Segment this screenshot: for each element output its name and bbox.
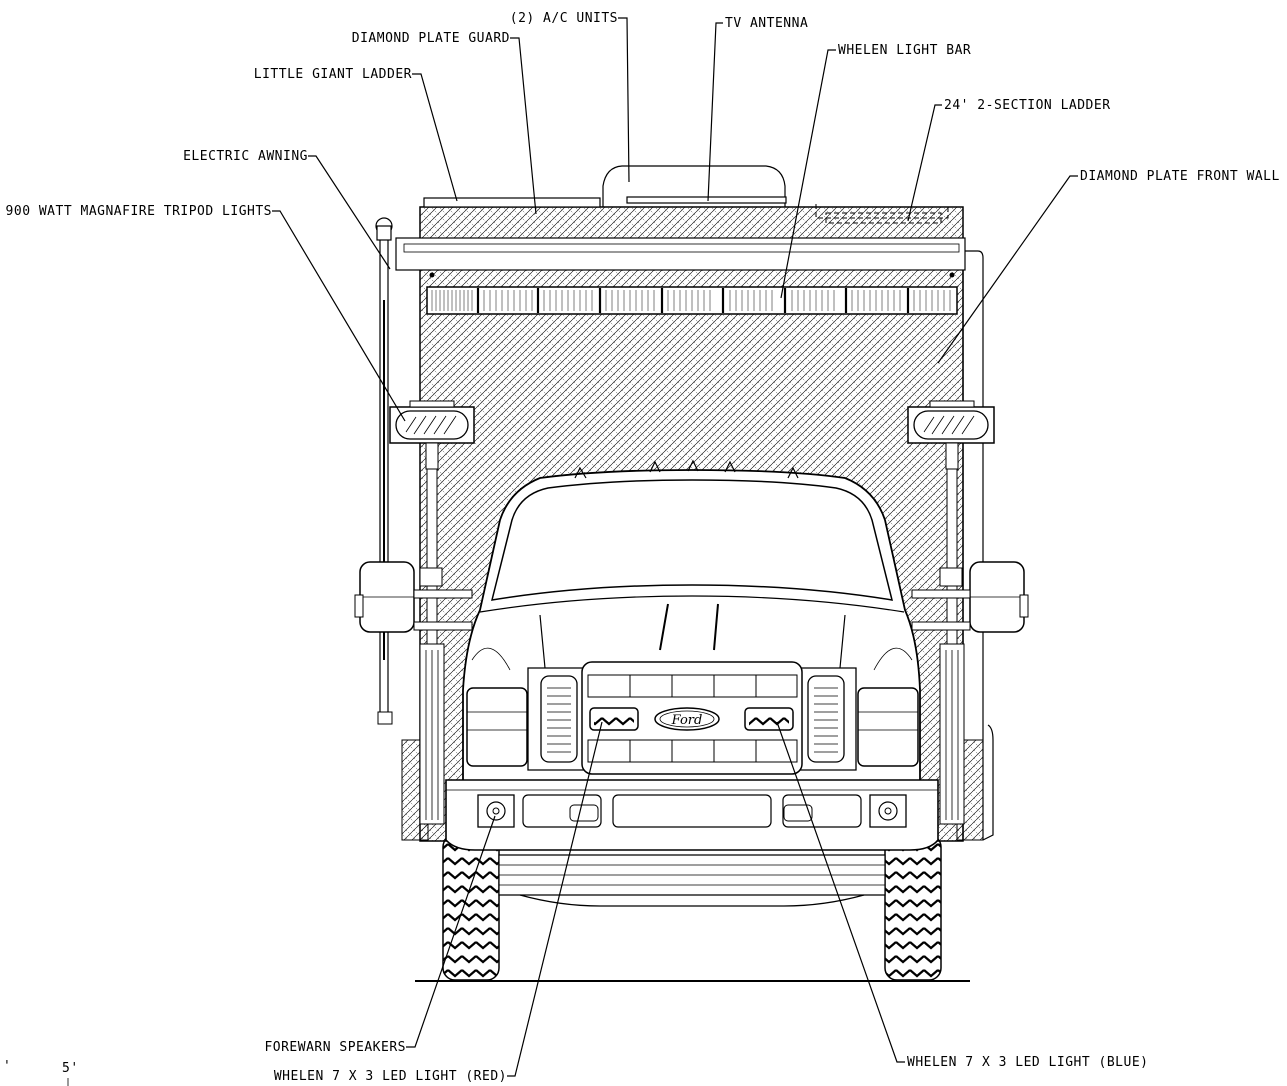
label-electric-awning: ELECTRIC AWNING [183, 149, 308, 164]
label-little-giant-ladder: LITTLE GIANT LADDER [254, 67, 412, 82]
label-ac-units: (2) A/C UNITS [510, 11, 618, 26]
label-whelen-light-bar: WHELEN LIGHT BAR [838, 43, 971, 58]
little-giant-ladder [423, 197, 601, 208]
label-led-blue: WHELEN 7 X 3 LED LIGHT (BLUE) [907, 1055, 1148, 1070]
tv-antenna [626, 196, 787, 204]
leader-lines [272, 17, 1078, 1077]
label-forewarn-speakers: FOREWARN SPEAKERS [264, 1040, 406, 1055]
electric-awning [375, 217, 393, 725]
ford-emblem-text: Ford [671, 713, 703, 728]
label-tripod-lights: 900 WATT MAGNAFIRE TRIPOD LIGHTS [6, 204, 272, 219]
label-led-red: WHELEN 7 X 3 LED LIGHT (RED) [274, 1069, 507, 1084]
label-diamond-plate-front-wall: DIAMOND PLATE FRONT WALL [1080, 169, 1280, 184]
truck-cab: Ford [445, 459, 939, 907]
roof-items [423, 165, 949, 224]
tripod-light-right [907, 400, 995, 825]
mirror-right [911, 561, 1029, 633]
awning-and-lightbar [395, 237, 966, 315]
scale-right-mark: 5' [62, 1061, 79, 1076]
scale-left-mark: ' [3, 1059, 11, 1074]
label-diamond-plate-guard: DIAMOND PLATE GUARD [352, 31, 510, 46]
tire-left [442, 834, 500, 981]
scale-marks: ' 5' [3, 1059, 79, 1086]
ford-emblem [654, 707, 720, 731]
tripod-light-left [389, 400, 475, 825]
tire-right [884, 834, 942, 981]
label-tv-antenna: TV ANTENNA [725, 16, 808, 31]
callout-labels: (2) A/C UNITS TV ANTENNA DIAMOND PLATE G… [6, 11, 1280, 1084]
label-two-section-ladder: 24' 2-SECTION LADDER [944, 98, 1111, 113]
ac-units [602, 165, 786, 207]
mirror-left [354, 561, 473, 633]
